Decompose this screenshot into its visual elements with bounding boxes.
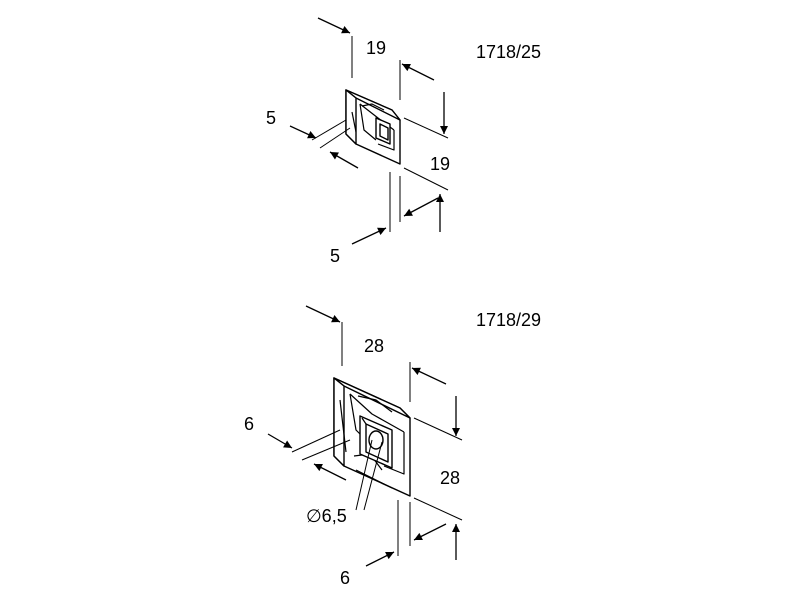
dimension-thickness-bottom-lower: 6 <box>340 500 447 588</box>
dimension-thickness-left-upper: 5 <box>266 108 359 169</box>
dimension-thickness-left-lower: 6 <box>244 414 351 481</box>
dim-label-thickness-left-lower: 6 <box>244 414 254 434</box>
dim-label-width-lower: 28 <box>364 336 384 356</box>
dimension-thickness-bottom-upper: 5 <box>330 172 439 266</box>
dimension-width-upper: 19 <box>317 17 435 100</box>
dimension-hole-lower: ∅6,5 <box>306 439 383 526</box>
dimension-width-lower: 28 <box>305 305 447 402</box>
mount-body-upper <box>345 89 401 165</box>
dim-label-thickness-bottom-lower: 6 <box>340 568 350 588</box>
dim-label-thickness-left-upper: 5 <box>266 108 276 128</box>
article-number-lower: 1718/29 <box>476 310 541 330</box>
article-number-upper: 1718/25 <box>476 42 541 62</box>
dim-label-width-upper: 19 <box>366 38 386 58</box>
cable-tie-mount-1718-29: 28 28 6 6 ∅6,5 <box>244 305 541 588</box>
dim-label-thickness-bottom-upper: 5 <box>330 246 340 266</box>
dimension-height-lower: 28 <box>413 396 463 560</box>
cable-tie-mount-1718-25: 19 19 5 5 1718/25 <box>266 17 541 266</box>
dim-label-height-upper: 19 <box>430 154 450 174</box>
mount-body-lower <box>333 377 411 497</box>
dimension-height-upper: 19 <box>403 92 450 232</box>
dim-label-height-lower: 28 <box>440 468 460 488</box>
dim-label-hole-lower: ∅6,5 <box>306 506 347 526</box>
